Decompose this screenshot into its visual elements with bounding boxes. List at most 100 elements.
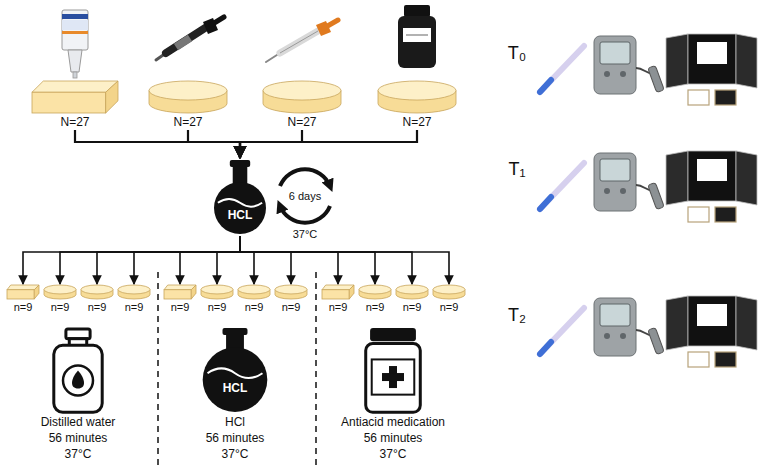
bottle-body bbox=[54, 345, 102, 412]
compule-nozzle bbox=[68, 50, 82, 72]
shape-area bbox=[6, 284, 40, 300]
flow-connector bbox=[240, 236, 338, 284]
compule-body bbox=[62, 10, 88, 50]
node-label: n=9 bbox=[358, 301, 392, 315]
flow-connector bbox=[240, 130, 417, 158]
specimen-disk: N=27 bbox=[148, 80, 228, 130]
node-label: N=27 bbox=[148, 115, 228, 130]
specimen-top bbox=[7, 285, 39, 290]
bottle-label bbox=[372, 359, 415, 394]
bottle-body bbox=[398, 16, 436, 68]
shape-outline bbox=[163, 284, 197, 300]
shape-area bbox=[377, 80, 457, 114]
shape-outline bbox=[262, 80, 342, 114]
specimen-disk: n=9 bbox=[274, 284, 308, 315]
node-label: 37°C bbox=[180, 447, 290, 462]
devices-t2 bbox=[540, 296, 757, 367]
node-label: n=9 bbox=[200, 301, 234, 315]
flow-connector bbox=[240, 236, 412, 284]
condition-label: 6 days bbox=[277, 190, 333, 202]
bottle-cap bbox=[370, 328, 416, 341]
specimen-top bbox=[164, 285, 196, 290]
shape-outline bbox=[180, 326, 290, 414]
shape-outline bbox=[148, 80, 228, 114]
flow-connector bbox=[97, 236, 240, 284]
specimen-disk: n=9 bbox=[432, 284, 466, 315]
shape-area bbox=[358, 284, 392, 300]
hcl-flask: HCLHCl56 minutes37°C bbox=[180, 326, 290, 462]
node-label: n=9 bbox=[395, 301, 429, 315]
compule-label-band bbox=[62, 14, 88, 19]
specimen-disk: n=9 bbox=[43, 284, 77, 315]
specimen-disk: n=9 bbox=[80, 284, 114, 315]
specimen-block: N=27 bbox=[31, 80, 119, 130]
compule-label bbox=[62, 20, 88, 30]
shape-outline bbox=[212, 158, 268, 236]
shape-outline bbox=[43, 284, 77, 300]
flask-label: HCL bbox=[180, 382, 290, 394]
flow-connector bbox=[23, 236, 240, 284]
shape-outline bbox=[80, 284, 114, 300]
flow-connector bbox=[75, 130, 240, 158]
syringe-plunger bbox=[211, 17, 224, 25]
shape-area bbox=[321, 284, 355, 300]
flow-connector bbox=[240, 236, 291, 284]
shape-area: HCL bbox=[212, 158, 268, 236]
water-bottle: Distilled water56 minutes37°C bbox=[18, 326, 138, 462]
specimen-disk: n=9 bbox=[200, 284, 234, 315]
specimen-top bbox=[275, 285, 307, 294]
specimen-front bbox=[322, 290, 349, 299]
devices-t0 bbox=[540, 34, 757, 105]
node-label: n=9 bbox=[6, 301, 40, 315]
specimen-top bbox=[433, 285, 465, 294]
shape-outline bbox=[274, 284, 308, 300]
water-drop bbox=[72, 371, 84, 389]
node-label: n=9 bbox=[80, 301, 114, 315]
specimen-block: n=9 bbox=[163, 284, 197, 315]
condition-label: 37°C bbox=[285, 228, 325, 240]
flow-connector bbox=[180, 236, 240, 284]
shape-outline bbox=[432, 284, 466, 300]
flow-connector bbox=[188, 130, 240, 158]
specimen-disk: n=9 bbox=[117, 284, 151, 315]
node-label: N=27 bbox=[377, 115, 457, 130]
specimen-side bbox=[34, 285, 39, 299]
specimen-top bbox=[118, 285, 150, 294]
flow-connector bbox=[217, 236, 240, 284]
specimen-front bbox=[164, 290, 191, 299]
specimen-disk: n=9 bbox=[237, 284, 271, 315]
adhesive-bottle bbox=[398, 5, 436, 68]
node-label: HCl bbox=[180, 415, 290, 430]
node-label: n=9 bbox=[432, 301, 466, 315]
node-label: 37°C bbox=[325, 447, 461, 462]
shape-outline bbox=[6, 284, 40, 300]
specimen-top bbox=[238, 285, 270, 294]
shape-area: HCL bbox=[180, 326, 290, 414]
specimen-side bbox=[191, 285, 196, 299]
bottle-label bbox=[403, 28, 431, 42]
node-label: n=9 bbox=[321, 301, 355, 315]
syringe-barrel bbox=[166, 28, 205, 53]
black-syringe bbox=[156, 17, 224, 60]
cross-symbol bbox=[382, 373, 404, 381]
specimen-top bbox=[44, 285, 76, 294]
node-label: Distilled water bbox=[18, 415, 138, 430]
shape-area bbox=[274, 284, 308, 300]
shape-area bbox=[237, 284, 271, 300]
specimen-disk: n=9 bbox=[358, 284, 392, 315]
shape-area bbox=[200, 284, 234, 300]
node-label: 56 minutes bbox=[325, 431, 461, 446]
flow-connector bbox=[240, 236, 449, 284]
shape-outline bbox=[200, 284, 234, 300]
node-label: 56 minutes bbox=[18, 431, 138, 446]
shape-area bbox=[325, 326, 461, 414]
timepoint-label: T₂ bbox=[504, 306, 530, 326]
flow-connector bbox=[240, 130, 302, 158]
shape-area bbox=[395, 284, 429, 300]
specimen-top bbox=[359, 285, 391, 294]
liquid-wave bbox=[208, 368, 263, 378]
devices-t1 bbox=[540, 151, 757, 222]
